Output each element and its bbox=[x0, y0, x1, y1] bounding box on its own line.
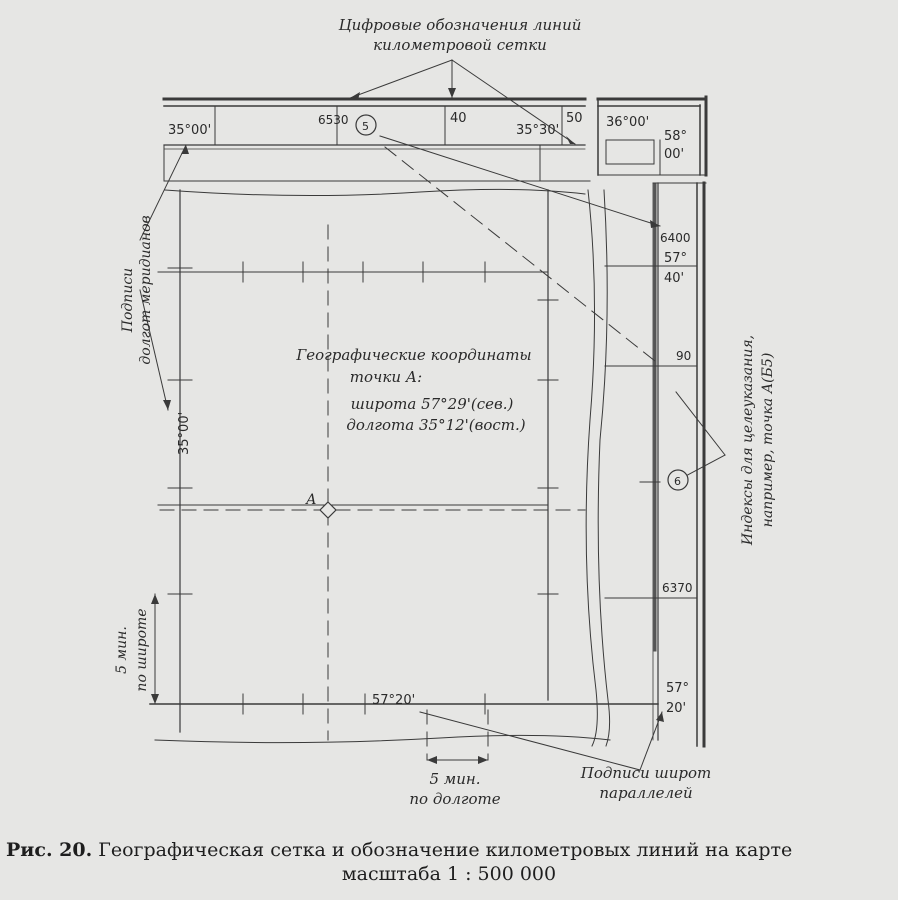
index-circle-right bbox=[667, 469, 689, 491]
leader-meridian-1 bbox=[139, 144, 187, 241]
lat-label-bot-deg: 57° bbox=[666, 681, 689, 696]
km-label-top-3: 50 bbox=[566, 111, 583, 126]
km-label-top-2: 40 bbox=[450, 111, 467, 126]
meridian-note-1: Подписи bbox=[120, 268, 136, 333]
lat-label-bot-min: 20' bbox=[666, 701, 686, 716]
caption-prefix: Рис. 20. bbox=[6, 839, 93, 861]
km-label-top-1: 6530 bbox=[318, 113, 349, 127]
lat-step-note-2: по широте bbox=[134, 608, 150, 691]
lon-label-mid: 35°30' bbox=[516, 123, 559, 138]
lat-label-top-deg: 58° bbox=[664, 129, 687, 144]
index-circle-top bbox=[355, 114, 377, 136]
leader-km-3 bbox=[451, 59, 576, 145]
index-right-number: 6 bbox=[674, 475, 681, 488]
leader-meridian-2 bbox=[139, 289, 169, 411]
km-lines-note-2: километровой сетки bbox=[373, 36, 547, 54]
index-top-number: 5 bbox=[362, 120, 369, 133]
coords-title-1: Географические координаты bbox=[295, 346, 531, 364]
lon-label-right: 36°00' bbox=[606, 115, 649, 130]
km-label-right-3: 6370 bbox=[662, 581, 693, 595]
leader-km-1 bbox=[349, 59, 453, 99]
km-lines-note-1: Цифровые обозначения линий bbox=[339, 16, 582, 34]
index-note-1: Индексы для целеуказания, bbox=[740, 335, 756, 546]
lon-label-side: 35°00' bbox=[177, 412, 192, 455]
index-note-2: например, точка А(Б5) bbox=[760, 353, 776, 528]
meridian-note-2: долгот меридианов bbox=[138, 215, 154, 364]
parallels-note-2: параллелей bbox=[599, 784, 692, 802]
leader-parallels bbox=[639, 711, 663, 771]
caption-scale: масштаба 1 : 500 000 bbox=[341, 863, 557, 885]
point-a-label: А bbox=[305, 492, 317, 508]
km-label-right-1: 6400 bbox=[660, 231, 691, 245]
coords-longitude: долгота 35°12'(вост.) bbox=[346, 416, 525, 434]
figure-caption: Рис. 20. Географическая сетка и обозначе… bbox=[0, 838, 898, 886]
km-label-right-2: 90 bbox=[676, 349, 691, 363]
lon-label-left: 35°00' bbox=[168, 123, 211, 138]
leader-index-top bbox=[379, 135, 661, 227]
lat-label-mid-min: 40' bbox=[664, 271, 684, 286]
lon-step-note-2: по долготе bbox=[409, 790, 500, 808]
lat-step-note-1: 5 мин. bbox=[114, 626, 130, 674]
parallels-note-1: Подписи широт bbox=[580, 764, 712, 782]
lon-step-note-1: 5 мин. bbox=[429, 770, 480, 788]
coords-title-2: точки А: bbox=[350, 368, 422, 386]
lat-label-bottom-mid: 57°20' bbox=[372, 693, 415, 708]
coords-latitude: широта 57°29'(сев.) bbox=[351, 395, 514, 413]
lat-label-mid-deg: 57° bbox=[664, 251, 687, 266]
caption-text: Географическая сетка и обозначение килом… bbox=[98, 839, 793, 861]
point-a-marker bbox=[319, 501, 337, 519]
lat-label-top-min: 00' bbox=[664, 147, 684, 162]
